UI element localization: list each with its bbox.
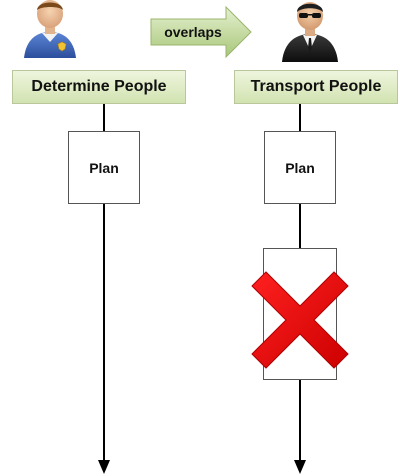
task-label: Plan: [89, 159, 119, 176]
lane-title: Determine People: [31, 78, 167, 95]
person-in-suit-icon: [278, 0, 342, 62]
person-with-badge-icon: [18, 0, 82, 58]
overlaps-label: overlaps: [164, 24, 222, 40]
lane-header-transport-people: Transport People: [234, 70, 398, 104]
task-label: Plan: [285, 159, 315, 176]
task-box-plan-right: Plan: [264, 131, 336, 204]
overlaps-arrow-icon: [150, 6, 252, 58]
task-box-plan-left: Plan: [68, 131, 140, 204]
red-x-icon: [248, 268, 352, 372]
lane-title: Transport People: [250, 78, 382, 95]
lane-header-determine-people: Determine People: [12, 70, 186, 104]
